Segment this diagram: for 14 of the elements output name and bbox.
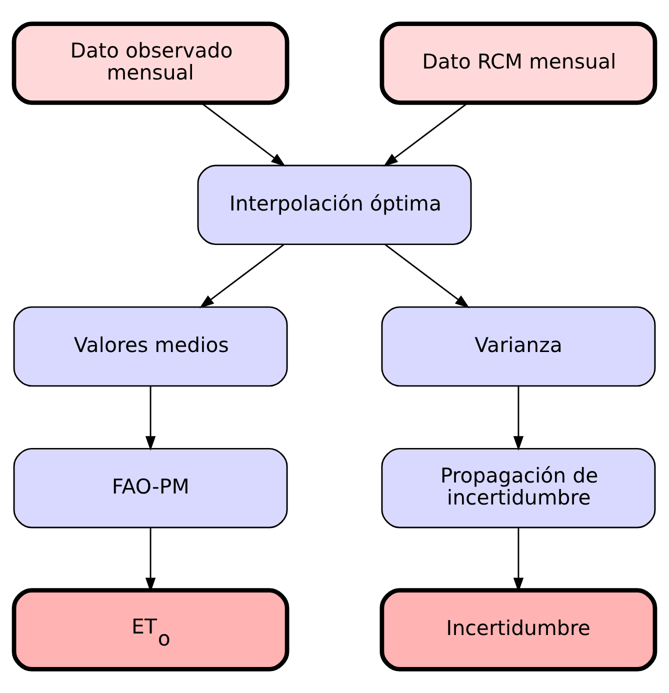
node-box: Dato observado mensual [12,22,290,105]
arrow [513,386,524,451]
node-box: Dato RCM mensual [380,22,658,105]
node-box: Propagación de incertidumbre [381,448,656,528]
arrow [145,386,156,451]
arrow [383,102,468,167]
node-box: Valores medios [13,306,288,387]
node-box: Interpolación óptima [197,164,472,246]
arrow [199,244,284,308]
node-box: FAO-PM [13,448,288,528]
arrow [384,244,470,308]
arrow [200,102,286,167]
node-box: Varianza [381,306,656,387]
node-box: Incertidumbre [380,588,658,672]
